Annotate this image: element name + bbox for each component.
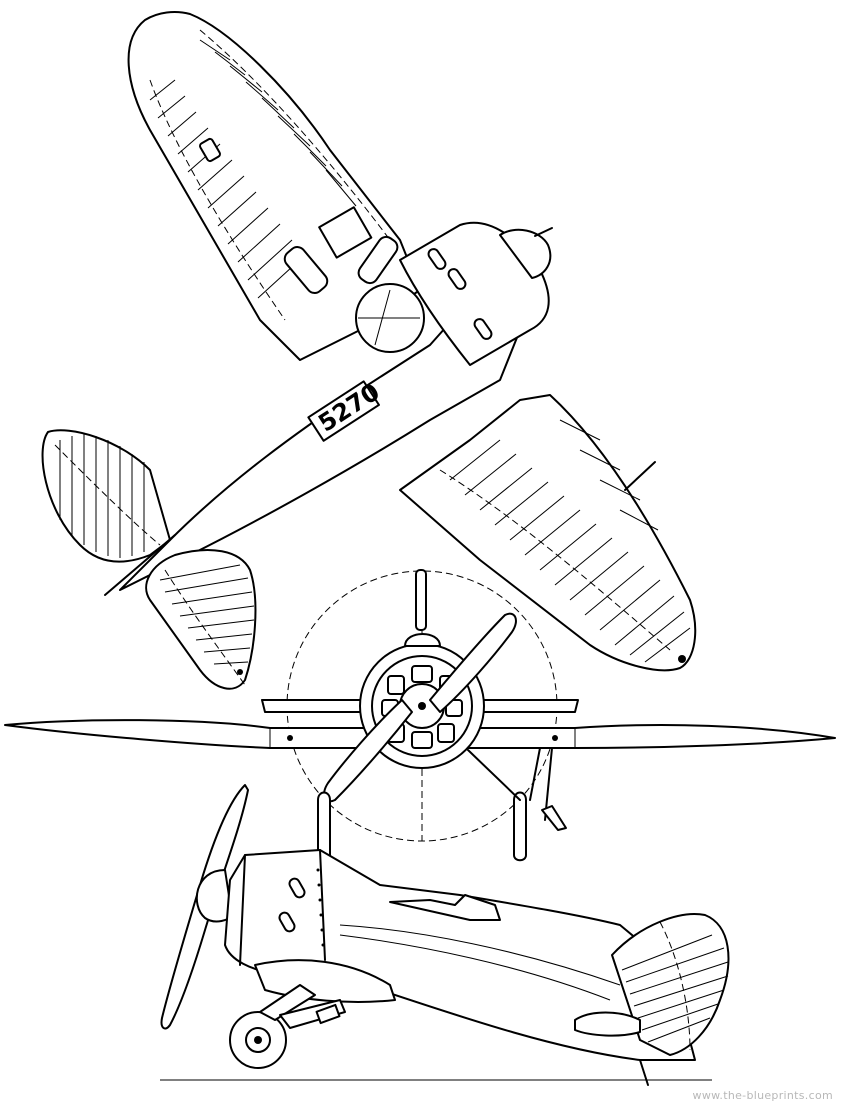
front-propeller-blade-1 — [429, 612, 517, 713]
plan-right-wing — [399, 394, 697, 672]
plan-left-wing — [127, 11, 421, 361]
front-view — [4, 569, 836, 862]
plan-view: 5270 — [41, 11, 697, 690]
plan-spinner — [499, 228, 552, 279]
plan-right-tailplane — [145, 549, 257, 690]
side-fin-rudder — [611, 913, 730, 1056]
plan-right-wing-ribs — [449, 419, 691, 663]
side-view — [160, 784, 730, 1086]
watermark: www.the-blueprints.com — [692, 1089, 833, 1102]
side-canopy — [389, 894, 501, 921]
